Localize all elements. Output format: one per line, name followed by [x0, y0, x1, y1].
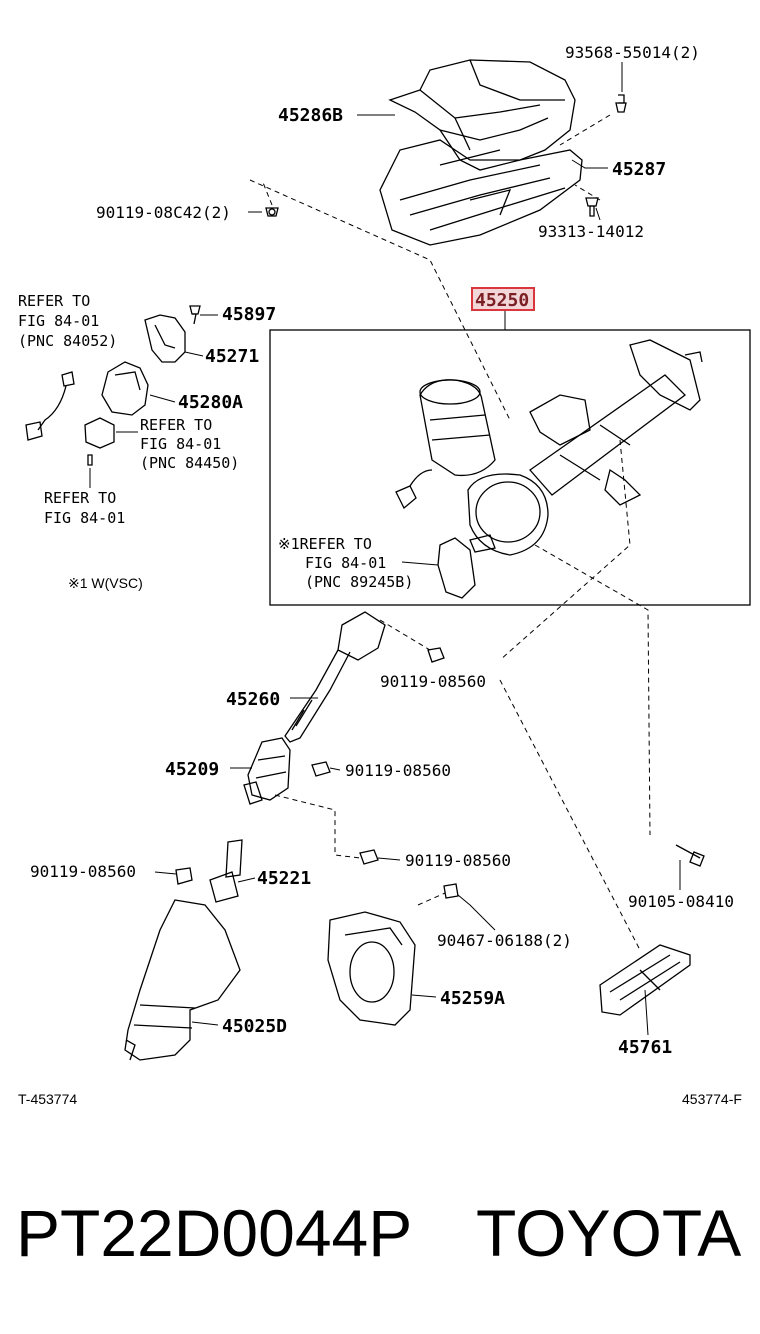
assembly-guide-lines	[249, 114, 651, 951]
vsc-note: ※1 W(VSC)	[68, 575, 143, 591]
part-label-93568: 93568-55014(2)	[565, 43, 700, 62]
part-label-45287: 45287	[612, 159, 666, 180]
part-label-45025d: 45025D	[222, 1016, 287, 1037]
ref-note-3-line-1: REFER TO	[44, 489, 116, 507]
part-label-45897: 45897	[222, 304, 276, 325]
highlight-box-45250	[471, 287, 535, 311]
part-label-90119-c: 90119-08560	[405, 851, 511, 870]
plate-45761	[599, 944, 691, 1016]
ref-note-1-line-2: FIG 84-01	[18, 312, 99, 330]
caption-part-number: PT22D0044P	[16, 1196, 412, 1270]
ref-note-2-line-3: (PNC 84450)	[140, 454, 239, 472]
boot-45025d	[124, 899, 241, 1061]
part-label-45260: 45260	[226, 689, 280, 710]
bolt-90119-a	[427, 647, 445, 663]
steering-column-assembly	[395, 339, 703, 599]
ref-note-1-line-1: REFER TO	[18, 292, 90, 310]
shaft-45221	[209, 839, 243, 903]
part-label-45259a: 45259A	[440, 988, 505, 1009]
part-label-45280a: 45280A	[178, 392, 243, 413]
leader-lines	[89, 62, 681, 1036]
diagram-code-left: T-453774	[18, 1091, 77, 1107]
part-label-45221: 45221	[257, 868, 311, 889]
clip-90467	[443, 883, 459, 899]
ref-note-1-line-3: (PNC 84052)	[18, 332, 117, 350]
ref-note-2-line-1: REFER TO	[140, 416, 212, 434]
bolt-90119-c	[359, 849, 379, 865]
part-label-45250: 45250	[475, 290, 529, 311]
ref-note-2-line-2: FIG 84-01	[140, 435, 221, 453]
part-label-90119-a: 90119-08560	[380, 672, 486, 691]
bracket-45271	[144, 314, 186, 363]
screw-93313	[585, 197, 599, 217]
bolt-90105	[675, 844, 705, 867]
bolt-90119-d	[175, 867, 193, 885]
ref-note-4-line-1: ※1REFER TO	[278, 535, 372, 553]
caption-brand: TOYOTA	[476, 1196, 741, 1270]
part-label-45209: 45209	[165, 759, 219, 780]
bolt-90119-b	[311, 761, 331, 777]
part-label-90119-b: 90119-08560	[345, 761, 451, 780]
cover-45259a	[327, 911, 416, 1026]
part-label-45271: 45271	[205, 346, 259, 367]
ref-note-4-line-2: FIG 84-01	[305, 554, 386, 572]
intermediate-shaft-45260	[284, 611, 386, 743]
screw-93568	[615, 94, 627, 113]
ref-note-3-line-2: FIG 84-01	[44, 509, 125, 527]
part-label-93313: 93313-14012	[538, 222, 644, 241]
column-cover-lower	[379, 139, 583, 246]
part-label-45761: 45761	[618, 1037, 672, 1058]
switch-pnc-84450	[84, 417, 115, 466]
ref-note-4-line-3: (PNC 89245B)	[305, 573, 413, 591]
part-label-90105: 90105-08410	[628, 892, 734, 911]
column-cover-upper	[388, 59, 576, 171]
screw-90119-08c42	[265, 207, 279, 217]
part-label-90467: 90467-06188(2)	[437, 931, 572, 950]
diagram-code-right: 453774-F	[682, 1091, 742, 1107]
part-label-90119-d: 90119-08560	[30, 862, 136, 881]
part-label-45286b: 45286B	[278, 105, 343, 126]
assembly-frame-45250	[269, 329, 751, 606]
sensor-45280a	[101, 361, 149, 416]
bolt-45897	[189, 305, 201, 325]
part-label-90119-08c42: 90119-08C42(2)	[96, 203, 231, 222]
universal-joint-45209	[243, 737, 291, 805]
harness-pnc-84052	[25, 371, 75, 441]
